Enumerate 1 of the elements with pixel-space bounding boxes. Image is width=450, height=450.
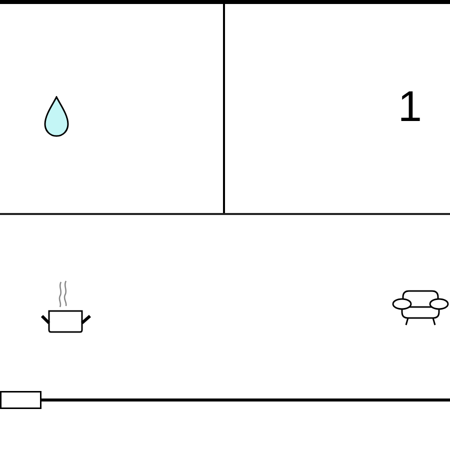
cell-number: 1 — [398, 86, 422, 128]
